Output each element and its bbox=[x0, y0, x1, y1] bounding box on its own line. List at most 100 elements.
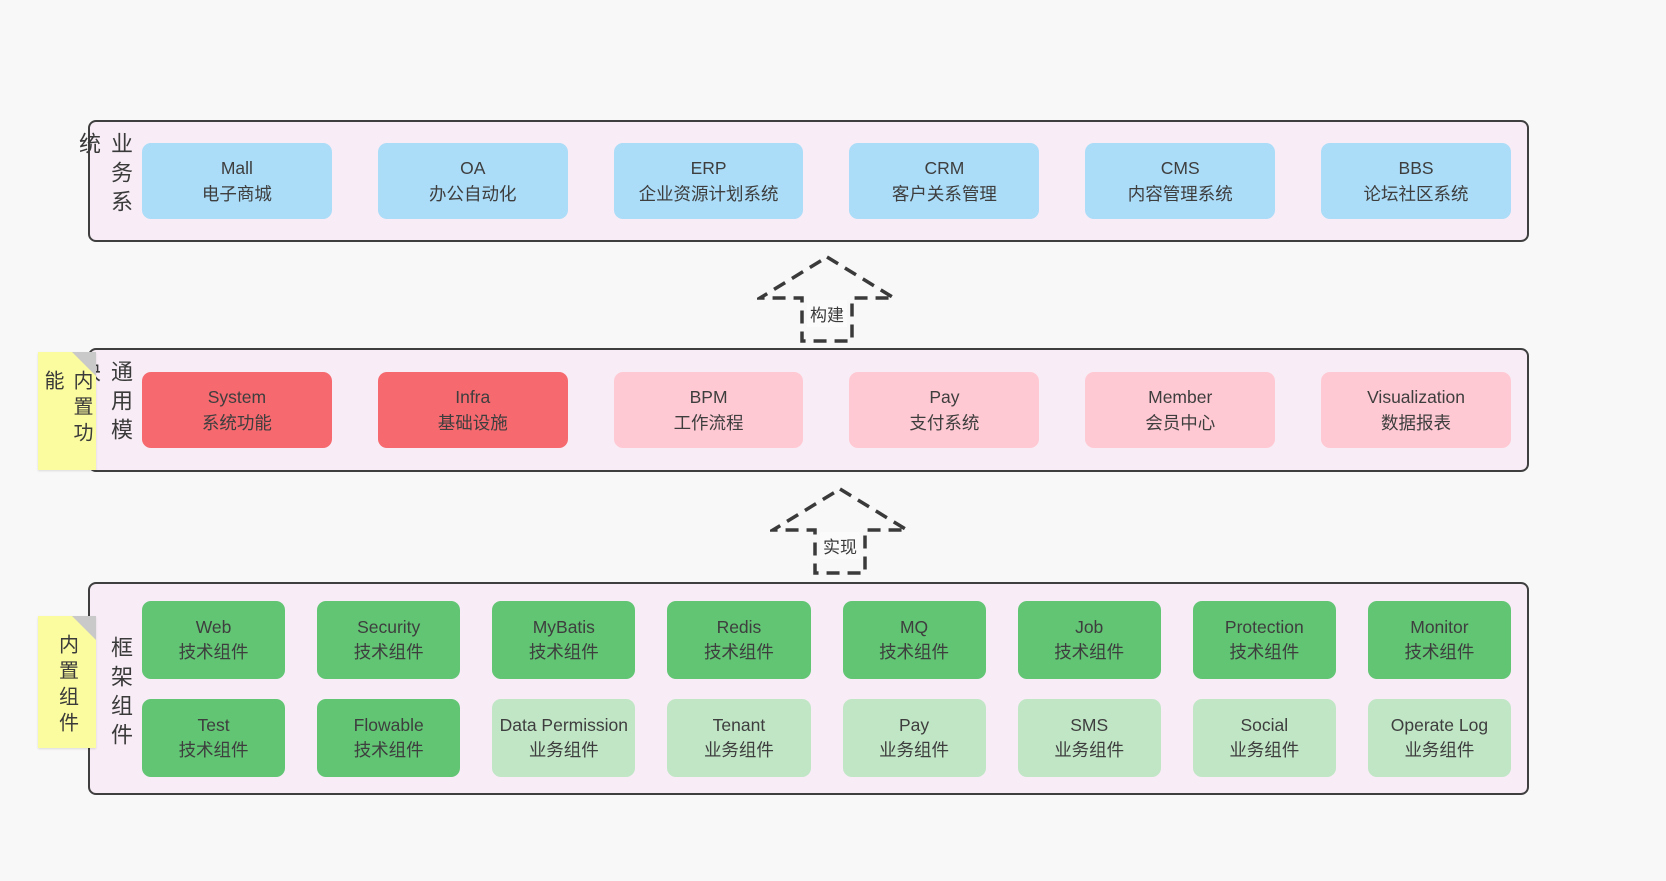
module-box-subtitle: 企业资源计划系统 bbox=[638, 184, 779, 204]
arrow-implement-label: 实现 bbox=[820, 532, 860, 559]
module-box-protection: Protection 技术组件 bbox=[1192, 600, 1336, 679]
band-label-common-modules: 通用模块 bbox=[76, 360, 133, 447]
module-box-subtitle: 工作流程 bbox=[673, 413, 744, 433]
module-box-title: Redis bbox=[716, 617, 762, 638]
module-box-subtitle: 技术组件 bbox=[1229, 641, 1300, 662]
arrow-build-label: 构建 bbox=[807, 300, 847, 327]
up-arrow-icon bbox=[757, 254, 897, 343]
band-label-business-systems: 业务系统 bbox=[76, 132, 133, 219]
module-box-system: System 系统功能 bbox=[142, 372, 332, 448]
module-box-title: Test bbox=[197, 715, 230, 736]
module-box-infra: Infra 基础设施 bbox=[377, 372, 568, 448]
module-box-oa: OA 办公自动化 bbox=[377, 143, 568, 219]
common-modules-row: System 系统功能 Infra 基础设施 BPM 工作流程 Pay 支付系统 Member 会… bbox=[142, 372, 1511, 448]
module-box-visualization: Visualization 数据报表 bbox=[1321, 372, 1511, 448]
module-box-redis: Redis 技术组件 bbox=[667, 600, 811, 679]
module-box-subtitle: 系统功能 bbox=[201, 413, 272, 433]
module-box-subtitle: 技术组件 bbox=[528, 641, 599, 662]
module-box-subtitle: 基础设施 bbox=[437, 413, 508, 433]
module-box-flowable: Flowable 技术组件 bbox=[317, 698, 461, 777]
module-box-title: Infra bbox=[455, 386, 491, 407]
module-box-subtitle: 业务组件 bbox=[879, 739, 950, 760]
module-box-title: Pay bbox=[898, 715, 930, 736]
module-box-web: Web 技术组件 bbox=[142, 600, 286, 679]
module-box-subtitle: 技术组件 bbox=[703, 641, 774, 662]
module-box-monitor: Monitor 技术组件 bbox=[1367, 600, 1511, 679]
module-box-title: MQ bbox=[899, 617, 929, 638]
module-box-cms: CMS 内容管理系统 bbox=[1085, 143, 1276, 219]
module-box-title: Protection bbox=[1224, 617, 1304, 638]
module-box-operate-log: Operate Log 业务组件 bbox=[1367, 698, 1511, 777]
module-box-title: Security bbox=[357, 617, 421, 638]
arrow-build: 构建 bbox=[757, 254, 897, 344]
module-box-title: Member bbox=[1148, 386, 1213, 407]
module-box-subtitle: 业务组件 bbox=[1054, 739, 1125, 760]
module-box-subtitle: 技术组件 bbox=[353, 739, 424, 760]
module-box-subtitle: 办公自动化 bbox=[428, 184, 517, 204]
module-box-title: OA bbox=[460, 157, 486, 178]
module-box-bbs: BBS 论坛社区系统 bbox=[1321, 143, 1511, 219]
module-box-sms: SMS 业务组件 bbox=[1017, 698, 1161, 777]
module-box-subtitle: 技术组件 bbox=[178, 641, 249, 662]
module-box-subtitle: 客户关系管理 bbox=[891, 184, 997, 204]
module-box-crm: CRM 客户关系管理 bbox=[849, 143, 1040, 219]
module-box-test: Test 技术组件 bbox=[142, 698, 286, 777]
band-label-framework-components: 框架组件 bbox=[108, 635, 133, 752]
module-box-title: Visualization bbox=[1367, 386, 1466, 407]
module-box-title: SMS bbox=[1070, 715, 1109, 736]
module-box-mybatis: MyBatis 技术组件 bbox=[492, 600, 636, 679]
module-box-title: Tenant bbox=[712, 715, 766, 736]
module-box-subtitle: 电子商城 bbox=[201, 184, 272, 204]
module-box-subtitle: 技术组件 bbox=[353, 641, 424, 662]
module-box-title: Job bbox=[1075, 617, 1104, 638]
module-box-title: System bbox=[207, 386, 267, 407]
band-common-modules: 通用模块 System 系统功能 Infra 基础设施 BPM 工作流程 Pay 支付系统 Me… bbox=[76, 348, 1529, 472]
module-box-title: CRM bbox=[924, 157, 965, 178]
module-box-subtitle: 业务组件 bbox=[1404, 739, 1475, 760]
module-box-title: BPM bbox=[689, 386, 728, 407]
module-box-subtitle: 业务组件 bbox=[528, 739, 599, 760]
module-box-title: Monitor bbox=[1410, 617, 1469, 638]
module-box-title: ERP bbox=[690, 157, 727, 178]
module-box-title: Pay bbox=[929, 386, 960, 407]
module-box-bpm: BPM 工作流程 bbox=[613, 372, 804, 448]
module-box-title: CMS bbox=[1160, 157, 1200, 178]
module-box-title: Flowable bbox=[353, 715, 424, 736]
module-box-subtitle: 论坛社区系统 bbox=[1363, 184, 1469, 204]
module-box-title: Mall bbox=[220, 157, 253, 178]
module-box-data-permission: Data Permission 业务组件 bbox=[492, 698, 636, 777]
module-box-subtitle: 会员中心 bbox=[1145, 413, 1216, 433]
module-box-subtitle: 技术组件 bbox=[178, 739, 249, 760]
module-box-subtitle: 技术组件 bbox=[1404, 641, 1475, 662]
module-box-title: BBS bbox=[1398, 157, 1434, 178]
module-box-member: Member 会员中心 bbox=[1085, 372, 1276, 448]
module-box-subtitle: 技术组件 bbox=[879, 641, 950, 662]
sticky-built-in-components: 内置组件 bbox=[38, 616, 96, 748]
module-box-subtitle: 支付系统 bbox=[909, 413, 980, 433]
business-systems-row: Mall 电子商城 OA 办公自动化 ERP 企业资源计划系统 CRM 客户关系管理 CMS 内容… bbox=[142, 143, 1511, 219]
module-box-subtitle: 内容管理系统 bbox=[1127, 184, 1233, 204]
band-business-systems: 业务系统 Mall 电子商城 OA 办公自动化 ERP 企业资源计划系统 CRM 客户关系管理… bbox=[76, 120, 1529, 242]
module-box-subtitle: 数据报表 bbox=[1381, 413, 1452, 433]
module-box-title: MyBatis bbox=[532, 617, 595, 638]
sticky-built-in-functions: 内置功能 bbox=[38, 352, 96, 470]
module-box-social: Social 业务组件 bbox=[1192, 698, 1336, 777]
module-box-job: Job 技术组件 bbox=[1017, 600, 1161, 679]
module-box-mq: MQ 技术组件 bbox=[842, 600, 986, 679]
module-box-title: Social bbox=[1240, 715, 1289, 736]
module-box-security: Security 技术组件 bbox=[317, 600, 461, 679]
module-box-subtitle: 技术组件 bbox=[1054, 641, 1125, 662]
module-box-title: Data Permission bbox=[499, 715, 628, 736]
module-box-pay: Pay 业务组件 bbox=[842, 698, 986, 777]
module-box-tenant: Tenant 业务组件 bbox=[667, 698, 811, 777]
module-box-title: Operate Log bbox=[1390, 715, 1489, 736]
module-box-pay: Pay 支付系统 bbox=[849, 372, 1040, 448]
module-box-subtitle: 业务组件 bbox=[703, 739, 774, 760]
module-box-title: Web bbox=[195, 617, 232, 638]
module-box-subtitle: 业务组件 bbox=[1229, 739, 1300, 760]
module-box-erp: ERP 企业资源计划系统 bbox=[613, 143, 804, 219]
module-box-mall: Mall 电子商城 bbox=[142, 143, 332, 219]
